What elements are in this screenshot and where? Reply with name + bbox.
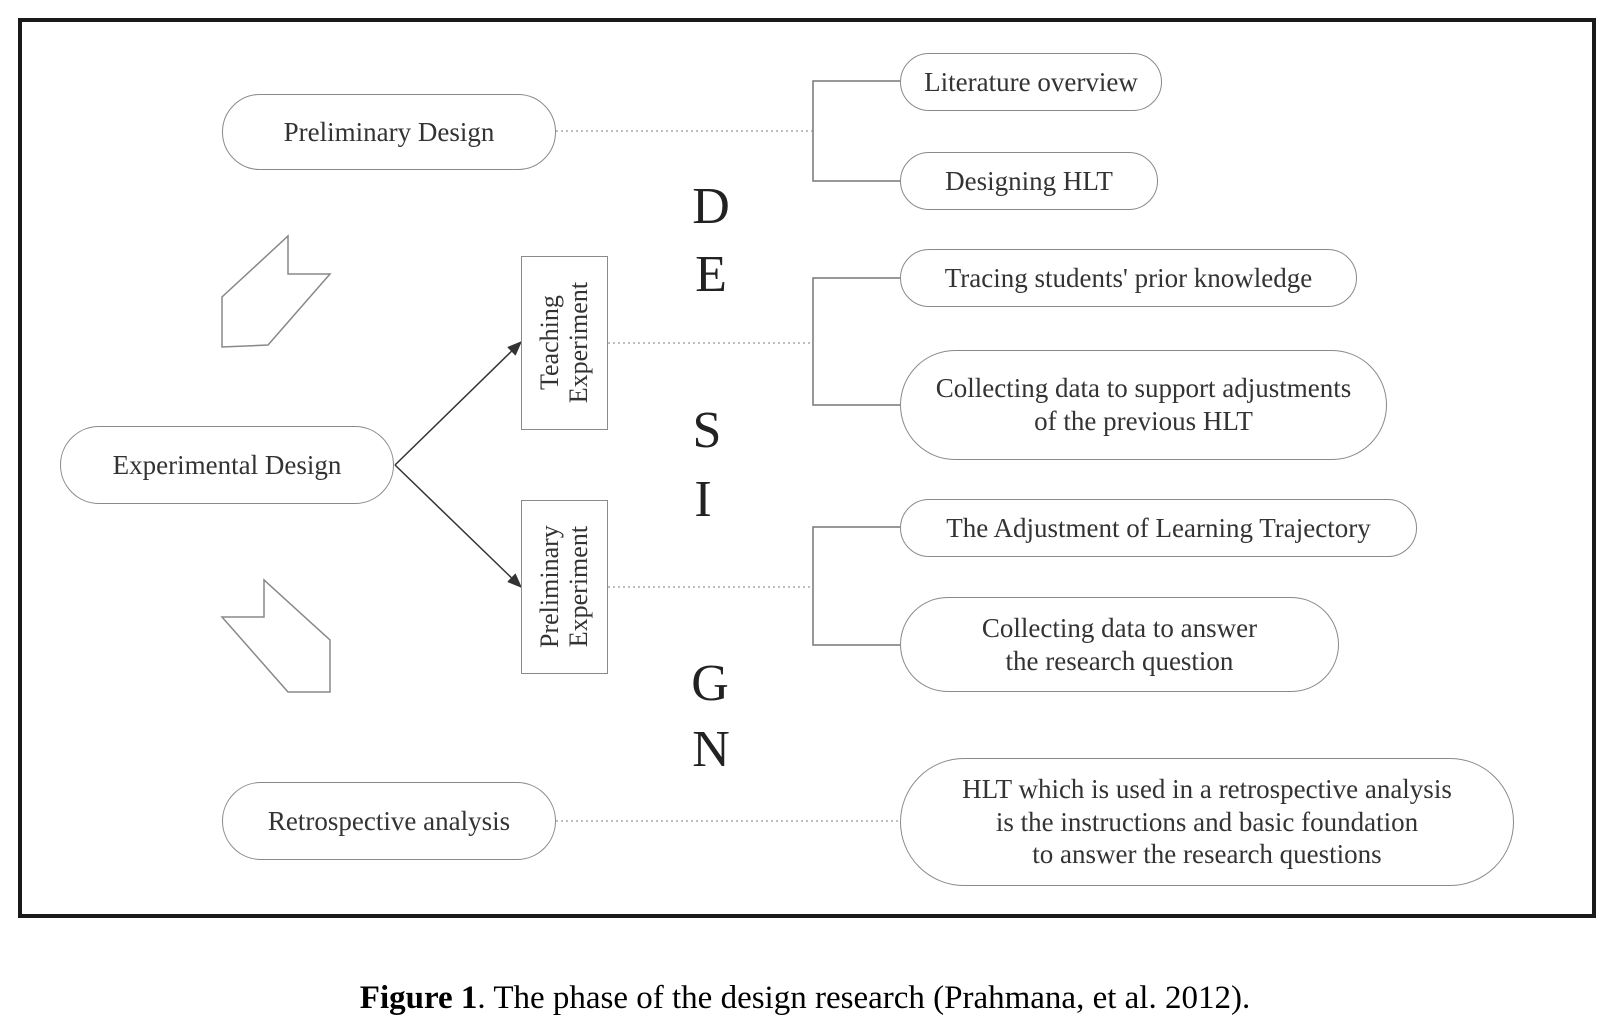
preliminary-experiment-label: Preliminary Experiment bbox=[534, 525, 593, 649]
collecting-adjustments-box: Collecting data to support adjustments o… bbox=[900, 350, 1387, 460]
adjustment-trajectory-label: The Adjustment of Learning Trajectory bbox=[946, 512, 1371, 543]
retrospective-analysis-label: Retrospective analysis bbox=[267, 805, 511, 836]
tracing-prior-knowledge-label: Tracing students' prior knowledge bbox=[944, 262, 1313, 293]
adjustment-trajectory-box: The Adjustment of Learning Trajectory bbox=[900, 499, 1417, 557]
experimental-design-box: Experimental Design bbox=[60, 426, 394, 504]
designing-hlt-box: Designing HLT bbox=[900, 152, 1158, 210]
collecting-answer-label: Collecting data to answer the research q… bbox=[981, 612, 1258, 676]
design-letter-s: S bbox=[692, 402, 722, 459]
hlt-retrospective-box: HLT which is used in a retrospective ana… bbox=[900, 758, 1514, 886]
preliminary-experiment-box: Preliminary Experiment bbox=[521, 500, 608, 674]
caption-text: . The phase of the design research (Prah… bbox=[477, 980, 1251, 1016]
bracket-preliminary-design bbox=[812, 80, 900, 182]
design-letter-e: E bbox=[695, 246, 727, 303]
bracket-teaching-experiment bbox=[812, 277, 900, 406]
tracing-prior-knowledge-box: Tracing students' prior knowledge bbox=[900, 249, 1357, 307]
teaching-experiment-label: Teaching Experiment bbox=[534, 282, 593, 404]
teaching-experiment-box: Teaching Experiment bbox=[521, 256, 608, 430]
design-letter-n: N bbox=[692, 721, 730, 778]
collecting-adjustments-label: Collecting data to support adjustments o… bbox=[935, 373, 1352, 436]
bracket-preliminary-experiment bbox=[812, 526, 900, 646]
arrow-to-teaching-experiment bbox=[394, 340, 523, 466]
preliminary-design-label: Preliminary Design bbox=[283, 116, 495, 147]
cycle-arrow-down-icon bbox=[220, 578, 331, 693]
retrospective-analysis-box: Retrospective analysis bbox=[222, 782, 556, 860]
caption-label: Figure 1 bbox=[359, 980, 478, 1016]
design-letter-i: I bbox=[694, 471, 712, 528]
experimental-design-label: Experimental Design bbox=[112, 449, 342, 480]
designing-hlt-label: Designing HLT bbox=[945, 165, 1113, 196]
figure-caption: Figure 1. The phase of the design resear… bbox=[0, 980, 1610, 1017]
arrow-to-preliminary-experiment bbox=[394, 464, 523, 589]
design-letter-d: D bbox=[692, 178, 730, 235]
collecting-answer-box: Collecting data to answer the research q… bbox=[900, 597, 1339, 692]
literature-overview-box: Literature overview bbox=[900, 53, 1162, 111]
hlt-retrospective-label: HLT which is used in a retrospective ana… bbox=[962, 773, 1452, 870]
cycle-arrow-up-icon bbox=[221, 234, 332, 348]
preliminary-design-box: Preliminary Design bbox=[222, 94, 556, 170]
literature-overview-label: Literature overview bbox=[924, 66, 1138, 97]
design-letter-g: G bbox=[691, 655, 729, 712]
